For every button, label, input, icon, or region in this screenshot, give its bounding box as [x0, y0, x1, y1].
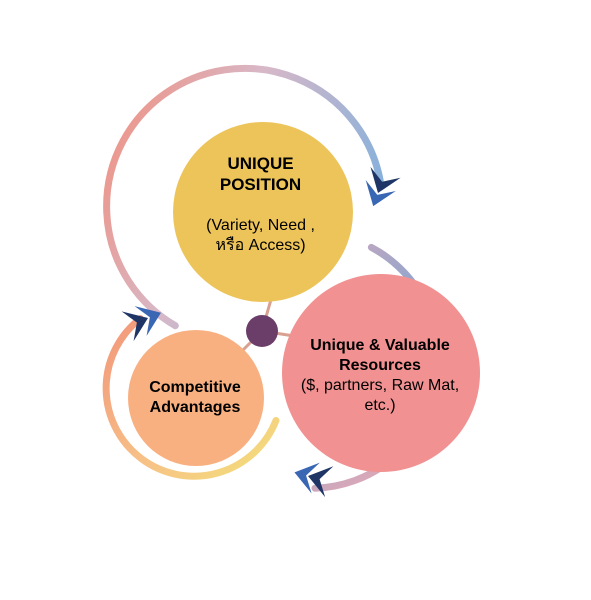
chevron-arrow-bottom-icon: [294, 462, 334, 498]
unique-position-label: UNIQUE POSITION (Variety, Need , หรือ Ac…: [178, 153, 343, 256]
unique-position-detail-line2: หรือ Access): [215, 236, 306, 254]
unique-resources-label: Unique & Valuable Resources ($, partners…: [285, 336, 475, 416]
unique-position-title-line2: POSITION: [219, 175, 302, 195]
unique-resources-detail-line1: ($, partners, Raw Mat,: [300, 377, 460, 394]
unique-position-circle: [173, 122, 353, 302]
center-hub-dot: [246, 315, 278, 347]
chevron-arrow-left-icon: [121, 306, 161, 342]
competitive-advantages-title-line1: Competitive: [149, 379, 241, 396]
left-cycle-arc: [102, 315, 280, 480]
unique-resources-circle: [282, 274, 480, 472]
competitive-advantages-label: Competitive Advantages: [130, 378, 260, 418]
unique-position-detail-line1: (Variety, Need ,: [206, 216, 315, 234]
unique-resources-title-line2: Resources: [339, 357, 421, 374]
competitive-advantages-circle: [128, 330, 264, 466]
chevron-arrow-top-icon: [365, 166, 401, 207]
unique-position-title-line1: UNIQUE: [227, 154, 294, 173]
competitive-advantages-title-line2: Advantages: [149, 399, 241, 416]
unique-resources-detail-line2: etc.): [364, 397, 396, 414]
top-cycle-arc: [103, 64, 384, 330]
unique-resources-title-line1: Unique & Valuable: [310, 337, 450, 354]
